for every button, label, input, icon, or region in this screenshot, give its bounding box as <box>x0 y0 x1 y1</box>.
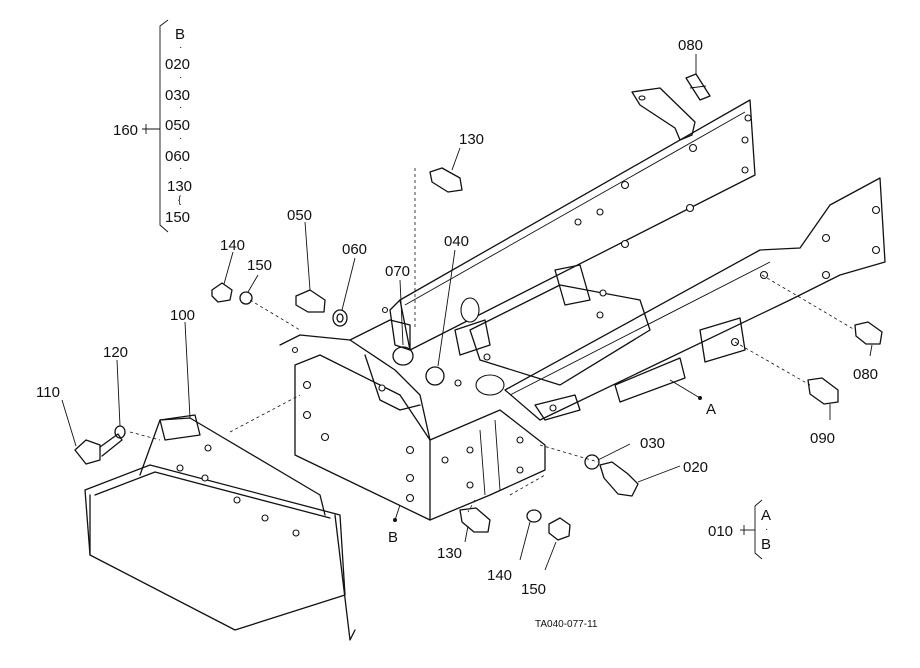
group-160-item-4: 060 <box>165 148 190 165</box>
callout-020: 020 <box>683 459 708 476</box>
callout-150-left: 150 <box>247 257 272 274</box>
svg-text:{: { <box>178 195 182 206</box>
callout-050: 050 <box>287 207 312 224</box>
bolt-130-bottom <box>459 507 491 533</box>
svg-text:·: · <box>765 524 768 535</box>
washer-030 <box>584 454 600 470</box>
bolt-080-right <box>854 321 883 345</box>
callout-140-bottom: 140 <box>487 567 512 584</box>
callout-120: 120 <box>103 344 128 361</box>
callout-080-right: 080 <box>853 366 878 383</box>
group-160-bracket: 160 B · 020 · 030 · 050 · 060 · 130 { 15… <box>113 19 192 233</box>
callout-030: 030 <box>640 435 665 452</box>
nut-150-bottom <box>548 517 571 541</box>
lower-side-rail <box>504 177 886 421</box>
callout-110: 110 <box>36 384 60 401</box>
front-frame-box <box>279 306 546 521</box>
group-160-item-1: 020 <box>165 56 190 73</box>
nut-070 <box>392 346 414 366</box>
group-160-item-2: 030 <box>165 87 190 104</box>
nut-140-left <box>211 282 233 303</box>
group-010-item-1: B <box>761 536 771 553</box>
cross-members <box>454 264 746 421</box>
leader-lines <box>61 54 873 571</box>
callout-070: 070 <box>385 263 410 280</box>
group-160-item-0: B <box>175 26 185 43</box>
callout-040: 040 <box>444 233 469 250</box>
bolt-110 <box>74 433 123 465</box>
callout-080-top: 080 <box>678 37 703 54</box>
group-160-label: 160 <box>113 122 138 139</box>
callout-labels: 080 130 050 060 070 040 140 150 100 120 … <box>36 37 878 598</box>
washer-060 <box>332 309 348 327</box>
label-b: B <box>388 529 398 546</box>
callout-100: 100 <box>170 307 195 324</box>
group-010-bracket: 010 A · B <box>708 499 771 560</box>
top-bracket <box>631 87 696 141</box>
drawing-code: TA040-077-11 <box>535 619 598 630</box>
callout-060: 060 <box>342 241 367 258</box>
callout-090: 090 <box>810 430 835 447</box>
label-a: A <box>706 401 716 418</box>
svg-text:·: · <box>179 42 182 53</box>
bolt-090 <box>807 377 839 405</box>
svg-text:·: · <box>179 163 182 174</box>
callout-130-bottom: 130 <box>437 545 462 562</box>
group-010-item-0: A <box>761 507 771 524</box>
washer-150-left <box>239 291 253 305</box>
svg-text:·: · <box>179 133 182 144</box>
group-160-item-5: 130 <box>167 178 192 195</box>
washer-140-bottom <box>526 509 542 523</box>
group-160-item-3: 050 <box>165 117 190 134</box>
upper-side-rail <box>389 99 756 351</box>
svg-text:·: · <box>179 72 182 83</box>
group-160-item-6: 150 <box>165 209 190 226</box>
svg-text:·: · <box>179 102 182 113</box>
bolt-080-top <box>685 73 711 101</box>
callout-130-top: 130 <box>459 131 484 148</box>
bolt-130-top <box>429 167 463 193</box>
callout-150-bottom: 150 <box>521 581 546 598</box>
front-bumper-100 <box>84 414 356 641</box>
bolt-050 <box>295 289 326 313</box>
callout-140-left: 140 <box>220 237 245 254</box>
nut-040 <box>425 366 445 386</box>
group-010-label: 010 <box>708 523 733 540</box>
bolt-020 <box>599 461 639 497</box>
